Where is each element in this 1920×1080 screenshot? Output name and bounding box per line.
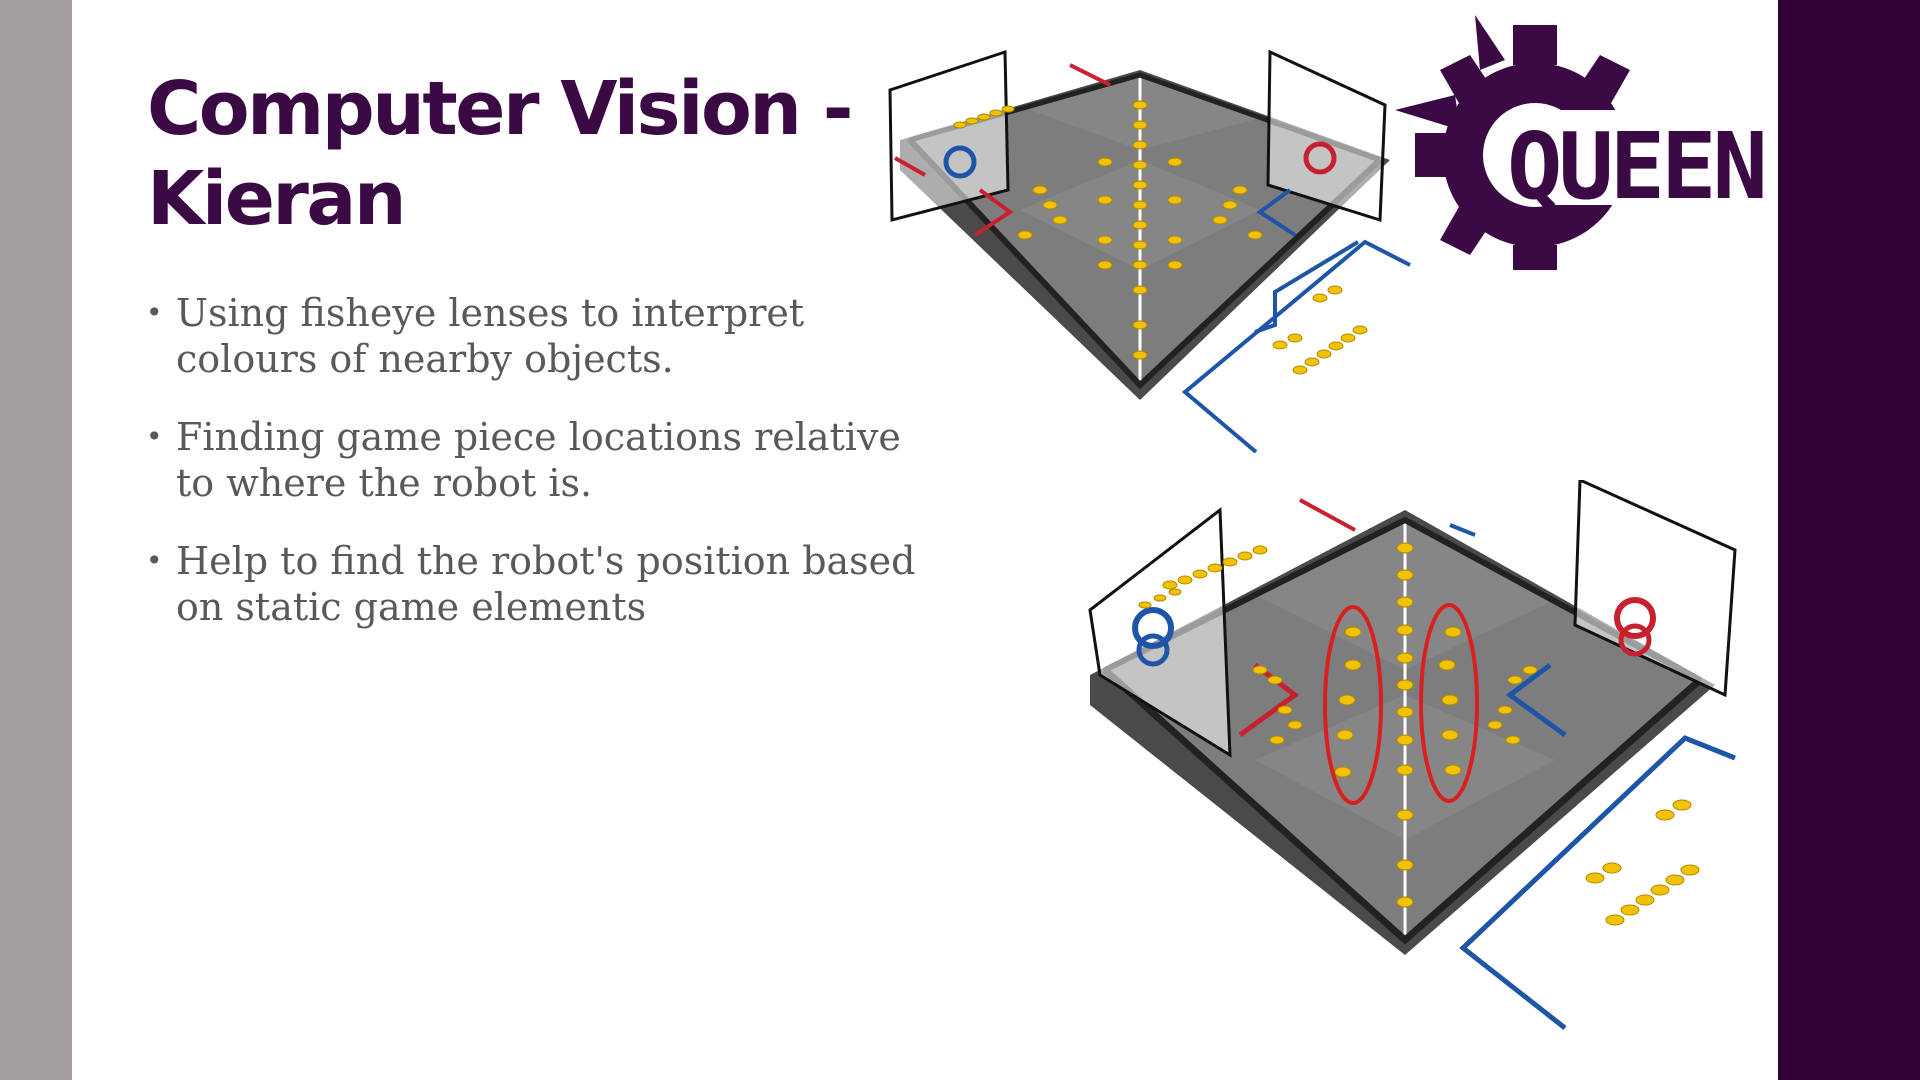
bullet-text: Finding game piece locations relative to… <box>176 415 901 505</box>
bullet-item: • Using fisheye lenses to interpret colou… <box>140 290 940 382</box>
queen-logo: QUEEN <box>1395 15 1765 270</box>
logo-text: QUEEN <box>1507 113 1764 220</box>
bullet-dot: • <box>146 420 163 453</box>
left-accent-bar <box>0 0 72 1080</box>
bullet-text: Help to find the robot's position based … <box>176 539 916 629</box>
bullet-dot: • <box>146 296 163 329</box>
title-line-2: Kieran <box>147 156 407 242</box>
right-accent-bar <box>1778 0 1920 1080</box>
field-overview-image <box>888 49 1411 454</box>
field-highlighted-image <box>1088 480 1737 1030</box>
bullet-item: • Help to find the robot's position based… <box>140 538 940 630</box>
slide-title: Computer Vision - Kieran <box>147 64 907 244</box>
bullet-dot: • <box>146 544 163 577</box>
title-line-1: Computer Vision - <box>147 66 853 152</box>
bullet-item: • Finding game piece locations relative t… <box>140 414 940 506</box>
bullet-text: Using fisheye lenses to interpret colour… <box>176 291 805 381</box>
bullet-list: • Using fisheye lenses to interpret colou… <box>140 290 940 662</box>
